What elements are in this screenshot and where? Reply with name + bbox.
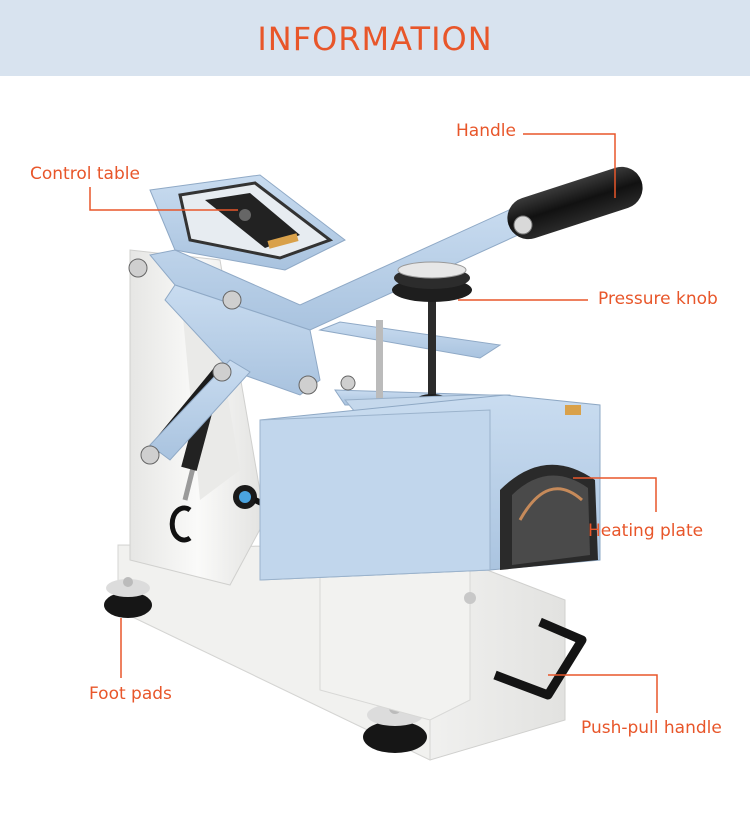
label-pressure-knob: Pressure knob (598, 289, 718, 309)
label-push-pull-handle: Push-pull handle (581, 718, 722, 738)
heat-press-photo (104, 166, 643, 761)
header-banner: INFORMATION (0, 0, 750, 76)
label-control-table: Control table (30, 164, 140, 184)
label-heating-plate: Heating plate (588, 521, 704, 541)
label-foot-pads: Foot pads (89, 684, 172, 704)
page-title: INFORMATION (257, 20, 493, 58)
label-handle: Handle (456, 121, 516, 141)
